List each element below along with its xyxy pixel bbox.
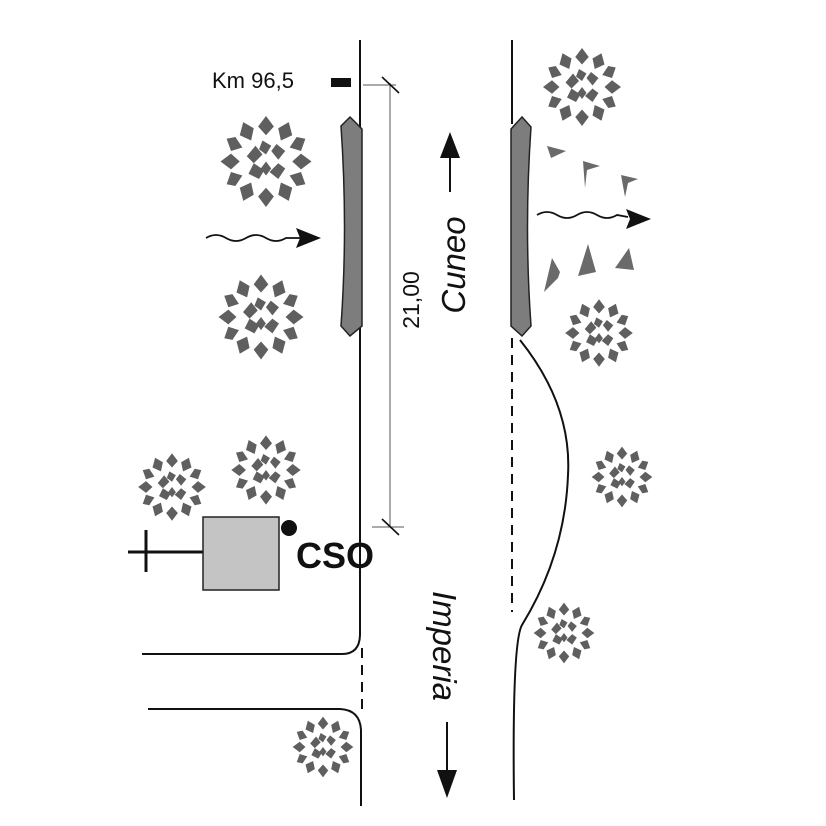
- bank-vegetation: [544, 146, 638, 292]
- grass-spike-icon: [615, 248, 634, 270]
- tree-icon: [533, 602, 595, 664]
- stream-left-arrowhead-icon: [296, 228, 321, 248]
- grass-spike-icon: [547, 146, 566, 158]
- tree-icon: [543, 48, 621, 126]
- dimension-tick-bottom: [381, 518, 400, 536]
- right-road-edge-curve: [512, 339, 570, 801]
- tree-icon: [231, 435, 301, 505]
- tree-icon: [220, 116, 312, 207]
- side-road-edge: [148, 708, 362, 806]
- left-road-edge: [142, 40, 361, 655]
- stream-right-icon: [536, 211, 629, 219]
- direction-south-label: Imperia: [426, 591, 463, 701]
- station-point-icon: [281, 520, 297, 536]
- grass-spike-icon: [578, 244, 596, 276]
- station-code-label: CSO: [296, 535, 374, 576]
- arrow-north-icon: [440, 132, 460, 158]
- grass-spike-icon: [583, 161, 600, 188]
- guardrail-left-icon: [340, 115, 363, 338]
- stream-left-icon: [205, 234, 300, 242]
- tree-icon: [591, 446, 653, 508]
- arrow-south-icon: [437, 770, 457, 798]
- tree-icon: [565, 299, 633, 367]
- building-icon: [202, 516, 280, 591]
- grass-spike-icon: [544, 258, 560, 292]
- km-marker-label: Km 96,5: [212, 68, 294, 93]
- tree-icon: [218, 274, 304, 360]
- tree-icon: [292, 716, 354, 778]
- distance-label: 21,00: [398, 271, 424, 329]
- direction-north-label: Cuneo: [435, 216, 472, 313]
- stream-right-arrowhead-icon: [626, 209, 651, 229]
- tree-icon: [138, 453, 206, 521]
- dimension-tick-top: [381, 76, 400, 94]
- km-marker-post: [331, 78, 351, 87]
- guardrail-right-icon: [510, 115, 532, 338]
- grass-spike-icon: [621, 175, 638, 197]
